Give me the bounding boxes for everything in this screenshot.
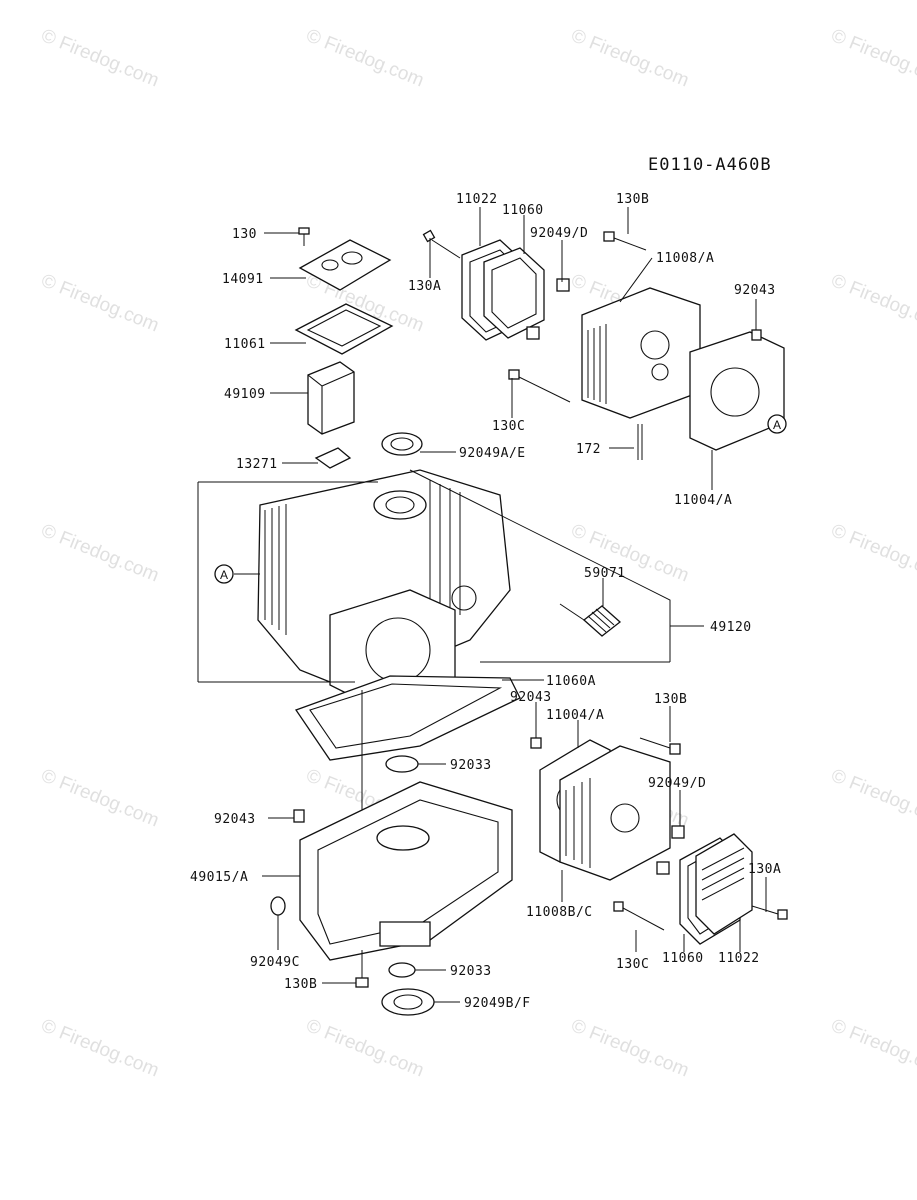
label-130[interactable]: 130 bbox=[232, 227, 257, 242]
label-130B-bottom[interactable]: 130B bbox=[284, 977, 317, 992]
label-11061[interactable]: 11061 bbox=[224, 337, 266, 352]
label-11004A-mid[interactable]: 11004/A bbox=[546, 708, 604, 723]
label-14091[interactable]: 14091 bbox=[222, 272, 264, 287]
bolt-130A-top-part[interactable] bbox=[422, 229, 461, 259]
label-92043-top[interactable]: 92043 bbox=[734, 283, 776, 298]
plate-13271-part[interactable] bbox=[314, 447, 352, 469]
label-11022-top[interactable]: 11022 bbox=[456, 192, 498, 207]
seal-92049C-part[interactable] bbox=[270, 896, 286, 916]
seal-92049A-part[interactable] bbox=[381, 432, 423, 456]
label-92043-mid[interactable]: 92043 bbox=[510, 690, 552, 705]
label-172[interactable]: 172 bbox=[576, 442, 601, 457]
bolt-130-part[interactable] bbox=[298, 227, 310, 246]
label-130A-bottom[interactable]: 130A bbox=[748, 862, 781, 877]
label-49015A[interactable]: 49015/A bbox=[190, 870, 248, 885]
cylinder-head-11008BC-part[interactable] bbox=[559, 745, 671, 881]
head-cover-11022-bottom-part[interactable] bbox=[695, 833, 753, 935]
watermark: © Firedog.com bbox=[38, 25, 162, 91]
diagram-code: E0110-A460B bbox=[648, 155, 772, 175]
seal-92049B-part[interactable] bbox=[381, 988, 435, 1016]
callout-A-text: A bbox=[220, 568, 228, 582]
label-130B-mid[interactable]: 130B bbox=[654, 692, 687, 707]
callout-A-text: A bbox=[773, 418, 781, 432]
dowel-92043-top-part[interactable] bbox=[751, 329, 762, 341]
label-130C-bottom[interactable]: 130C bbox=[616, 957, 649, 972]
gasket-11004A-top-part[interactable] bbox=[689, 331, 785, 451]
label-130A-top[interactable]: 130A bbox=[408, 279, 441, 294]
watermark: © Firedog.com bbox=[303, 1015, 427, 1081]
callout-A-right: A bbox=[767, 414, 787, 434]
label-130C-top[interactable]: 130C bbox=[492, 419, 525, 434]
label-11008BC[interactable]: 11008B/C bbox=[526, 905, 593, 920]
watermark: © Firedog.com bbox=[828, 25, 917, 91]
bolt-130C-top-part[interactable] bbox=[508, 369, 571, 403]
label-92049C[interactable]: 92049C bbox=[250, 955, 300, 970]
label-11004A-top[interactable]: 11004/A bbox=[674, 493, 732, 508]
label-49109[interactable]: 49109 bbox=[224, 387, 266, 402]
watermark: © Firedog.com bbox=[568, 1015, 692, 1081]
stud-172-part[interactable] bbox=[637, 424, 643, 460]
label-49120[interactable]: 49120 bbox=[710, 620, 752, 635]
gasket-11061-part[interactable] bbox=[294, 303, 394, 355]
label-92049AE[interactable]: 92049A/E bbox=[459, 446, 526, 461]
watermark: © Firedog.com bbox=[38, 270, 162, 336]
label-92049D-mid[interactable]: 92049/D bbox=[648, 776, 706, 791]
base-plate-14091-part[interactable] bbox=[298, 239, 392, 291]
leader-lines bbox=[262, 207, 767, 1003]
seal-92049D-top-part[interactable] bbox=[526, 278, 570, 340]
cylinder-head-11008A-part[interactable] bbox=[581, 287, 701, 419]
callout-A-left: A bbox=[214, 564, 234, 584]
seal-92049D-mid-part[interactable] bbox=[656, 825, 685, 875]
label-92049D-top[interactable]: 92049/D bbox=[530, 226, 588, 241]
bolt-130C-bottom-part[interactable] bbox=[613, 901, 665, 931]
label-13271[interactable]: 13271 bbox=[236, 457, 278, 472]
watermark: © Firedog.com bbox=[828, 765, 917, 831]
watermark: © Firedog.com bbox=[38, 520, 162, 586]
label-11060-top[interactable]: 11060 bbox=[502, 203, 544, 218]
label-92049BF[interactable]: 92049B/F bbox=[464, 996, 531, 1011]
label-11060A[interactable]: 11060A bbox=[546, 674, 596, 689]
label-11060-bottom[interactable]: 11060 bbox=[662, 951, 704, 966]
watermark: © Firedog.com bbox=[38, 1015, 162, 1081]
watermark: © Firedog.com bbox=[828, 1015, 917, 1081]
bolt-130B-bottom-part[interactable] bbox=[355, 950, 369, 988]
oil-pan-49015A-part[interactable] bbox=[299, 781, 513, 961]
watermark: © Firedog.com bbox=[828, 520, 917, 586]
crankcase-49120-part[interactable] bbox=[257, 469, 511, 706]
watermark: © Firedog.com bbox=[303, 25, 427, 91]
part-labels: 130 14091 11061 49109 13271 11022 11060 … bbox=[190, 192, 781, 1011]
label-59071[interactable]: 59071 bbox=[584, 566, 626, 581]
element-49109-part[interactable] bbox=[307, 361, 355, 435]
watermark: © Firedog.com bbox=[38, 765, 162, 831]
dowel-92043-left-part[interactable] bbox=[293, 809, 305, 823]
watermark: © Firedog.com bbox=[828, 270, 917, 336]
label-130B-top[interactable]: 130B bbox=[616, 192, 649, 207]
gasket-11060A-part[interactable] bbox=[294, 675, 521, 761]
oring-92033-top-part[interactable] bbox=[385, 755, 419, 773]
label-92043-left[interactable]: 92043 bbox=[214, 812, 256, 827]
oring-92033-bottom-part[interactable] bbox=[388, 962, 416, 978]
dowel-92043-mid-part[interactable] bbox=[530, 737, 542, 749]
label-92033-top[interactable]: 92033 bbox=[450, 758, 492, 773]
label-92033-bottom[interactable]: 92033 bbox=[450, 964, 492, 979]
gasket-11060-part[interactable] bbox=[483, 247, 545, 339]
bolt-130A-bottom-part[interactable] bbox=[751, 905, 788, 920]
breather-59071-part[interactable] bbox=[582, 605, 622, 637]
label-11008A[interactable]: 11008/A bbox=[656, 251, 714, 266]
label-11022-bottom[interactable]: 11022 bbox=[718, 951, 760, 966]
bolt-130B-mid-part[interactable] bbox=[639, 737, 681, 755]
bolt-130B-top-part[interactable] bbox=[603, 231, 647, 251]
watermark: © Firedog.com bbox=[568, 25, 692, 91]
